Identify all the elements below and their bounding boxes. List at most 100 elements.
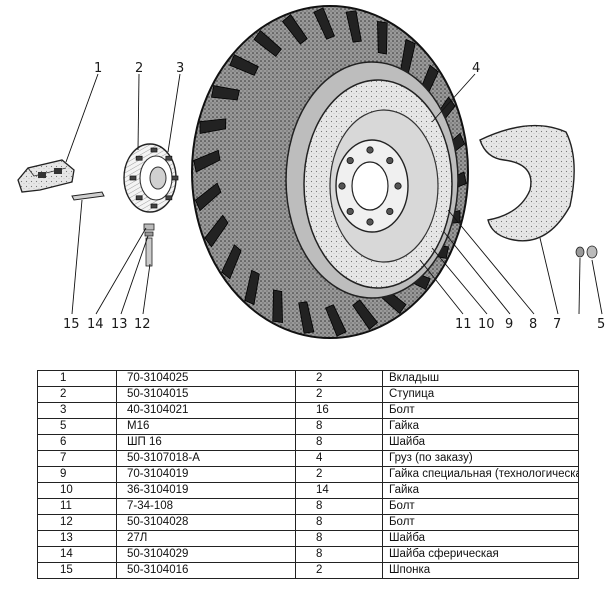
part-name-cell: Болт	[382, 498, 579, 515]
part-name-cell: Шайба	[382, 530, 579, 547]
part-code-cell: 50-3104029	[116, 546, 296, 563]
part-name-cell: Гайка	[382, 418, 579, 435]
part-quantity-cell: 2	[295, 370, 383, 387]
callout-12: 12	[134, 317, 151, 332]
part-name-cell: Вкладыш	[382, 370, 579, 387]
exploded-view-figure: 1 2 3 4 5 7 8 9 10 11 12 13 14 15	[17, 5, 605, 339]
callout-9: 9	[505, 317, 513, 332]
part-name-cell: Шпонка	[382, 562, 579, 579]
hub-part-bolt	[135, 195, 143, 201]
part-quantity-cell: 16	[295, 402, 383, 419]
part-weight	[479, 124, 575, 242]
tread-lug	[229, 54, 259, 76]
part-name-cell: Гайка специальная (технологическая)	[382, 466, 579, 483]
callout-8: 8	[529, 317, 537, 332]
part-name-cell: Болт	[382, 514, 579, 531]
part-position-cell: 5	[37, 418, 117, 435]
hub-bolt	[346, 156, 354, 165]
part-position-cell: 14	[37, 546, 117, 563]
tread-lug	[244, 269, 260, 306]
part-code-cell: 50-3104016	[116, 562, 296, 579]
part-code-cell: 50-3104015	[116, 386, 296, 403]
hub-part-bolt	[171, 175, 179, 181]
hub-bolt	[366, 218, 374, 226]
part-insert	[17, 159, 75, 193]
callout-10: 10	[478, 317, 495, 332]
part-position-cell: 7	[37, 450, 117, 467]
part-code-cell: 40-3104021	[116, 402, 296, 419]
hub-bolt	[394, 182, 402, 190]
hub-part-bolt	[150, 203, 158, 209]
tread-lug	[204, 214, 229, 248]
part-code-cell: 36-3104019	[116, 482, 296, 499]
part-code-cell: 50-3107018-А	[116, 450, 296, 467]
part-position-cell: 15	[37, 562, 117, 579]
hub-bolt	[338, 182, 346, 190]
part-nut-washer	[575, 245, 598, 259]
part-position-cell: 2	[37, 386, 117, 403]
part-quantity-cell: 8	[295, 514, 383, 531]
tread-lug	[345, 10, 362, 43]
part-name-cell: Шайба	[382, 434, 579, 451]
callout-4: 4	[472, 61, 480, 76]
part-position-cell: 12	[37, 514, 117, 531]
part-quantity-cell: 8	[295, 530, 383, 547]
part-position-cell: 13	[37, 530, 117, 547]
part-position-cell: 10	[37, 482, 117, 499]
tread-lug	[194, 182, 222, 212]
tread-lug	[352, 299, 379, 330]
part-position-cell: 3	[37, 402, 117, 419]
hub-bolt	[346, 207, 354, 216]
part-quantity-cell: 8	[295, 546, 383, 563]
tread-lug	[221, 244, 242, 280]
tread-lug	[210, 85, 240, 101]
part-code-cell: 70-3104025	[116, 370, 296, 387]
leader-lines	[65, 73, 603, 315]
part-code-cell: ШП 16	[116, 434, 296, 451]
hub-part-bolt	[150, 147, 158, 153]
part-quantity-cell: 14	[295, 482, 383, 499]
part-name-cell: Гайка	[382, 482, 579, 499]
callout-1: 1	[94, 61, 102, 76]
hub-part-bolt	[135, 155, 143, 161]
callout-11: 11	[455, 317, 472, 332]
tread-lug	[298, 301, 315, 334]
tread-lug	[325, 304, 347, 337]
hub-bolt	[366, 146, 374, 154]
callout-13: 13	[111, 317, 128, 332]
part-position-cell: 1	[37, 370, 117, 387]
part-quantity-cell: 4	[295, 450, 383, 467]
tread-lug	[272, 289, 283, 324]
tread-lug	[313, 7, 335, 40]
part-quantity-cell: 2	[295, 466, 383, 483]
callout-7: 7	[553, 317, 561, 332]
part-name-cell: Ступица	[382, 386, 579, 403]
part-code-cell: 27Л	[116, 530, 296, 547]
callout-2: 2	[135, 61, 143, 76]
part-bolt-washer-stack	[143, 223, 155, 267]
tread-lug	[193, 149, 221, 173]
part-position-cell: 9	[37, 466, 117, 483]
tread-lug	[377, 20, 388, 55]
part-position-cell: 11	[37, 498, 117, 515]
callout-numbers: 1 2 3 4 5 7 8 9 10 11 12 13 14 15	[63, 61, 605, 332]
hub-part-bolt	[165, 195, 173, 201]
wheel-disc	[303, 79, 453, 289]
part-quantity-cell: 2	[295, 562, 383, 579]
part-code-cell: 70-3104019	[116, 466, 296, 483]
callout-5: 5	[597, 317, 605, 332]
part-name-cell: Болт	[382, 402, 579, 419]
part-hub	[123, 143, 179, 213]
